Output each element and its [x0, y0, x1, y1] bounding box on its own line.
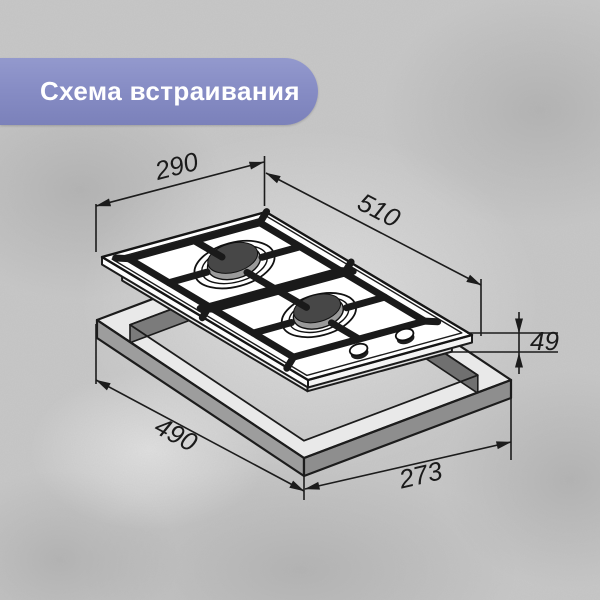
header-badge: Схема встраивания [0, 58, 318, 125]
control-knob-left [348, 342, 369, 360]
hob-top-rim-line [111, 215, 463, 377]
control-knob-right [394, 327, 415, 345]
dimension-hob-height: 49 [450, 312, 559, 374]
page-title: Схема встраивания [40, 76, 300, 106]
dim-label-hob-height: 49 [530, 326, 559, 356]
